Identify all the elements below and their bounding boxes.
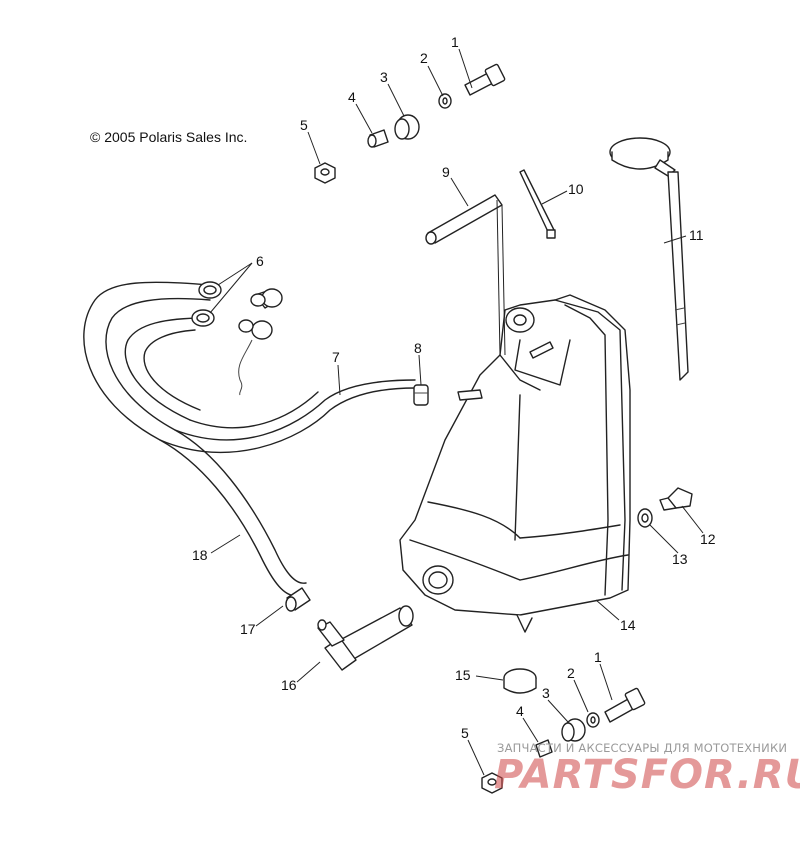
washer-2-bottom [586, 712, 600, 728]
copyright-notice: © 2005 Polaris Sales Inc. [90, 129, 248, 145]
bolt-1-bottom [604, 687, 646, 723]
cap-15 [503, 668, 537, 694]
callout-11: 11 [689, 227, 704, 243]
callout-1-bottom: 1 [594, 649, 602, 665]
callout-5-top: 5 [300, 117, 308, 133]
callout-10: 10 [568, 181, 584, 197]
bushing-3-top [394, 114, 420, 140]
bolt-1-top [464, 63, 506, 96]
callout-labels: 1 2 3 4 5 6 7 8 9 10 11 12 13 14 15 16 1… [192, 34, 716, 741]
nut-5-bottom [481, 772, 503, 794]
watermark-logo: PARTSFOR.RU [494, 752, 800, 798]
callout-8: 8 [414, 340, 422, 356]
callout-17: 17 [240, 621, 256, 637]
clamp-6-lower [191, 309, 215, 327]
callout-13: 13 [672, 551, 688, 567]
tube-9 [425, 194, 503, 245]
callout-6: 6 [256, 253, 264, 269]
callout-4-top: 4 [348, 89, 356, 105]
nut-5-top [314, 162, 336, 184]
oil-tank-14 [399, 294, 631, 633]
bushing-3-bottom [561, 718, 586, 742]
vent-10 [519, 169, 556, 239]
callout-14: 14 [620, 617, 636, 633]
callout-9: 9 [442, 164, 450, 180]
callout-1-top: 1 [451, 34, 459, 50]
callout-18: 18 [192, 547, 208, 563]
spacer-4-top [367, 129, 389, 148]
spacer-4-bottom [535, 739, 553, 758]
callout-2-bottom: 2 [567, 665, 575, 681]
fitting-upper [250, 288, 283, 309]
callout-12: 12 [700, 531, 716, 547]
watermark-tagline: ЗАПЧАСТИ И АКСЕССУАРЫ ДЛЯ МОТОТЕХНИКИ [497, 741, 788, 755]
callout-4-bottom: 4 [516, 703, 524, 719]
washer-2-top [438, 93, 452, 109]
callout-5-bottom: 5 [461, 725, 469, 741]
callout-2-top: 2 [420, 50, 428, 66]
callout-16: 16 [281, 677, 297, 693]
clamp-6-upper [198, 281, 222, 299]
callout-3-top: 3 [380, 69, 388, 85]
fitting-16 [317, 605, 414, 671]
callout-3-bottom: 3 [542, 685, 550, 701]
fitting-lower [238, 319, 273, 396]
hose-18 [83, 281, 307, 597]
callout-15: 15 [455, 667, 471, 683]
washer-13 [637, 508, 653, 528]
dipstick-cap-11 [609, 137, 689, 381]
leader-lines [209, 48, 704, 776]
drain-fitting-12 [659, 487, 693, 511]
callout-7: 7 [332, 349, 340, 365]
hose-17 [285, 587, 311, 612]
clamp-8 [413, 384, 429, 406]
hose-7 [159, 379, 416, 454]
